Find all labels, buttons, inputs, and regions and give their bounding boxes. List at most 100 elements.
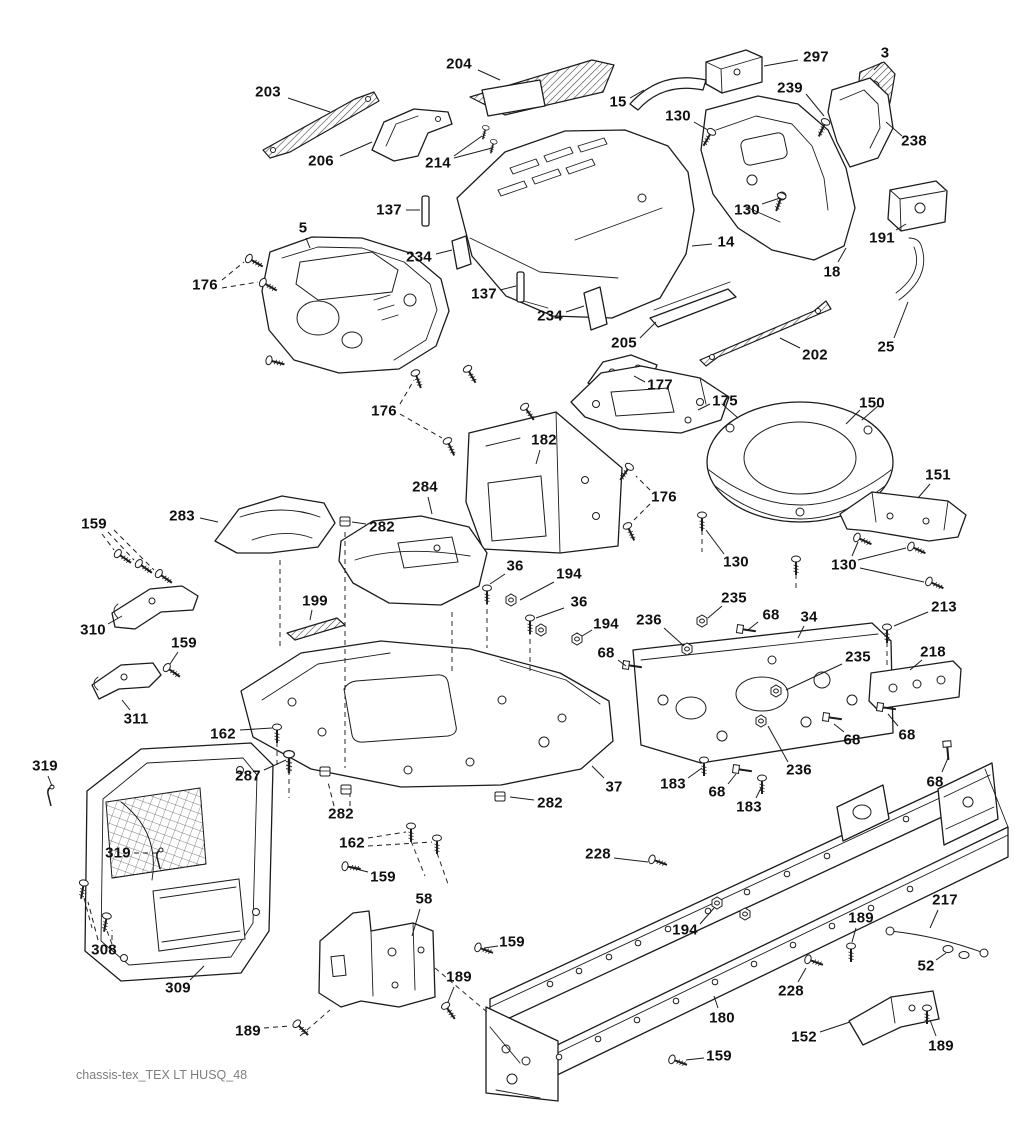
leader-line: [101, 533, 115, 551]
part-283-fender-trim: [214, 495, 336, 554]
leader-line: [859, 567, 925, 583]
leader-line: [519, 581, 555, 601]
leader-line: [629, 89, 645, 99]
screw-icon: [441, 435, 460, 459]
leader-line: [917, 483, 931, 499]
leader-line: [399, 379, 415, 405]
screw-icon: [282, 749, 296, 775]
part-234-strip: [583, 286, 608, 331]
screw-icon: [851, 531, 875, 550]
leader-line: [685, 1057, 705, 1061]
leader-line: [699, 907, 715, 925]
leader-line: [263, 759, 287, 771]
leader-line: [727, 773, 737, 785]
leader-line: [221, 281, 259, 289]
part-34-chassis-plate: [632, 622, 894, 764]
leader-line: [87, 901, 99, 941]
bolt-icon: [731, 763, 754, 777]
leader-line: [565, 305, 585, 313]
leader-line: [489, 573, 506, 585]
part-152-bracket: [848, 990, 940, 1046]
screw-icon: [111, 547, 135, 568]
leader-line: [263, 1025, 291, 1029]
leader-line: [785, 663, 843, 691]
leader-line: [453, 147, 493, 159]
leader-line: [617, 659, 627, 667]
screw-icon: [646, 853, 670, 871]
screw-icon: [756, 774, 768, 795]
part-234-strip: [451, 235, 472, 270]
leader-line: [819, 1021, 851, 1033]
leader-lines: [47, 59, 949, 1061]
part-310-bracket: [111, 585, 199, 630]
screw-icon: [698, 756, 710, 777]
assembly-axis-lines: [83, 530, 888, 1037]
leader-line: [929, 909, 939, 929]
leader-line: [367, 841, 433, 847]
pin-icon: [47, 784, 55, 807]
leader-line: [47, 775, 53, 787]
leader-line: [189, 965, 205, 981]
leader-line: [885, 121, 903, 137]
part-218-plate: [868, 660, 962, 710]
part-182-dash-lower: [465, 411, 623, 554]
leader-line: [767, 725, 789, 763]
part-204-hood-vent: [469, 59, 615, 117]
screw-icon: [160, 661, 184, 682]
leader-line: [779, 337, 801, 349]
leader-line: [909, 659, 923, 671]
part-206-bracket: [371, 108, 453, 162]
leader-line: [633, 375, 646, 383]
leader-line: [857, 547, 907, 561]
clip-icon: [319, 766, 331, 777]
leader-line: [339, 141, 373, 157]
clip-icon: [340, 784, 352, 795]
clip-icon: [339, 516, 351, 527]
nut-icon: [535, 623, 547, 637]
nut-icon: [739, 907, 751, 921]
nut-icon: [755, 714, 767, 728]
leader-line: [367, 831, 407, 839]
part-5-fuel-console: [261, 236, 450, 374]
screw-icon: [152, 567, 176, 588]
leader-line: [411, 908, 421, 937]
leader-line: [763, 59, 799, 67]
leader-line: [327, 781, 335, 807]
part-205-support: [649, 281, 737, 328]
leader-line: [687, 767, 703, 779]
leader-line: [697, 403, 711, 411]
leader-line: [851, 541, 859, 557]
leader-line: [893, 301, 909, 339]
part-18-dash-panel: [700, 95, 856, 261]
part-180-chassis-frame: [485, 762, 1009, 1102]
leader-line: [221, 261, 245, 281]
leader-line: [169, 651, 179, 665]
leader-line: [755, 785, 763, 799]
leader-line: [535, 607, 565, 619]
leader-line: [239, 727, 273, 731]
leader-line: [705, 529, 725, 555]
part-15-trim-strip: [629, 77, 707, 111]
part-217-link-rod: [885, 926, 989, 958]
screw-icon: [132, 557, 156, 578]
leader-line: [107, 531, 135, 561]
screw-icon: [905, 540, 929, 559]
screw-icon: [263, 354, 287, 370]
screw-icon: [340, 860, 363, 875]
leader-line: [351, 521, 367, 525]
leader-line: [453, 135, 483, 157]
leader-line: [399, 413, 443, 439]
part-309-grille-frame: [84, 742, 274, 982]
bolt-icon: [941, 739, 954, 762]
leader-line: [941, 757, 949, 773]
nut-icon: [696, 614, 708, 628]
screw-icon: [621, 520, 640, 544]
leader-line: [935, 952, 947, 961]
screw-icon: [461, 363, 481, 386]
part-311-bracket: [91, 662, 162, 700]
leader-line: [837, 247, 847, 263]
leader-line: [797, 967, 807, 983]
part-175-chassis-support: [570, 365, 730, 434]
leader-line: [535, 449, 541, 465]
